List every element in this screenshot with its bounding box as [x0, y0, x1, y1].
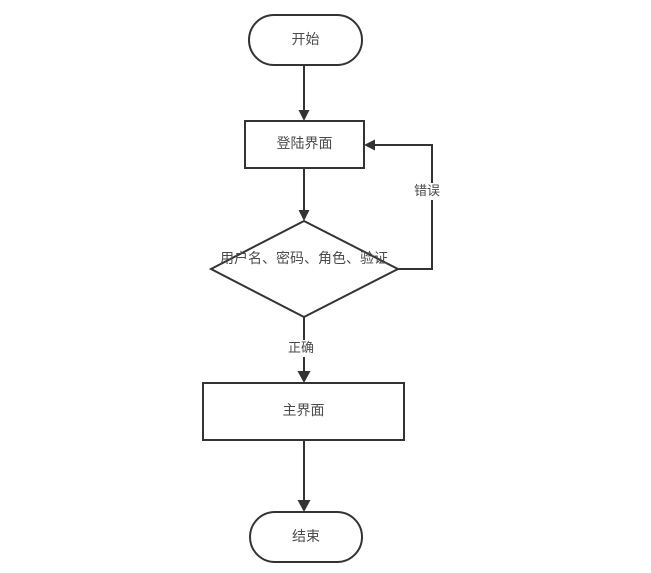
- edge-label-error: 错误: [409, 183, 445, 200]
- edge-check-login-arrowhead: [364, 139, 375, 151]
- node-end-shape[interactable]: [249, 511, 363, 563]
- edge-start-login-arrowhead: [298, 110, 310, 121]
- edge-main-end-arrowhead: [297, 500, 311, 512]
- edge-label-correct: 正确: [283, 340, 319, 357]
- edge-check-login-line: [374, 144, 433, 270]
- node-check-shape[interactable]: [208, 219, 401, 319]
- node-main-shape[interactable]: [202, 382, 405, 441]
- node-start-shape[interactable]: [248, 14, 363, 66]
- edge-login-check-arrowhead: [298, 210, 310, 221]
- node-login-shape[interactable]: [244, 120, 365, 169]
- node-check-label: 用户名、密码、角色、验证: [220, 251, 388, 267]
- edge-check-main-arrowhead: [297, 371, 311, 383]
